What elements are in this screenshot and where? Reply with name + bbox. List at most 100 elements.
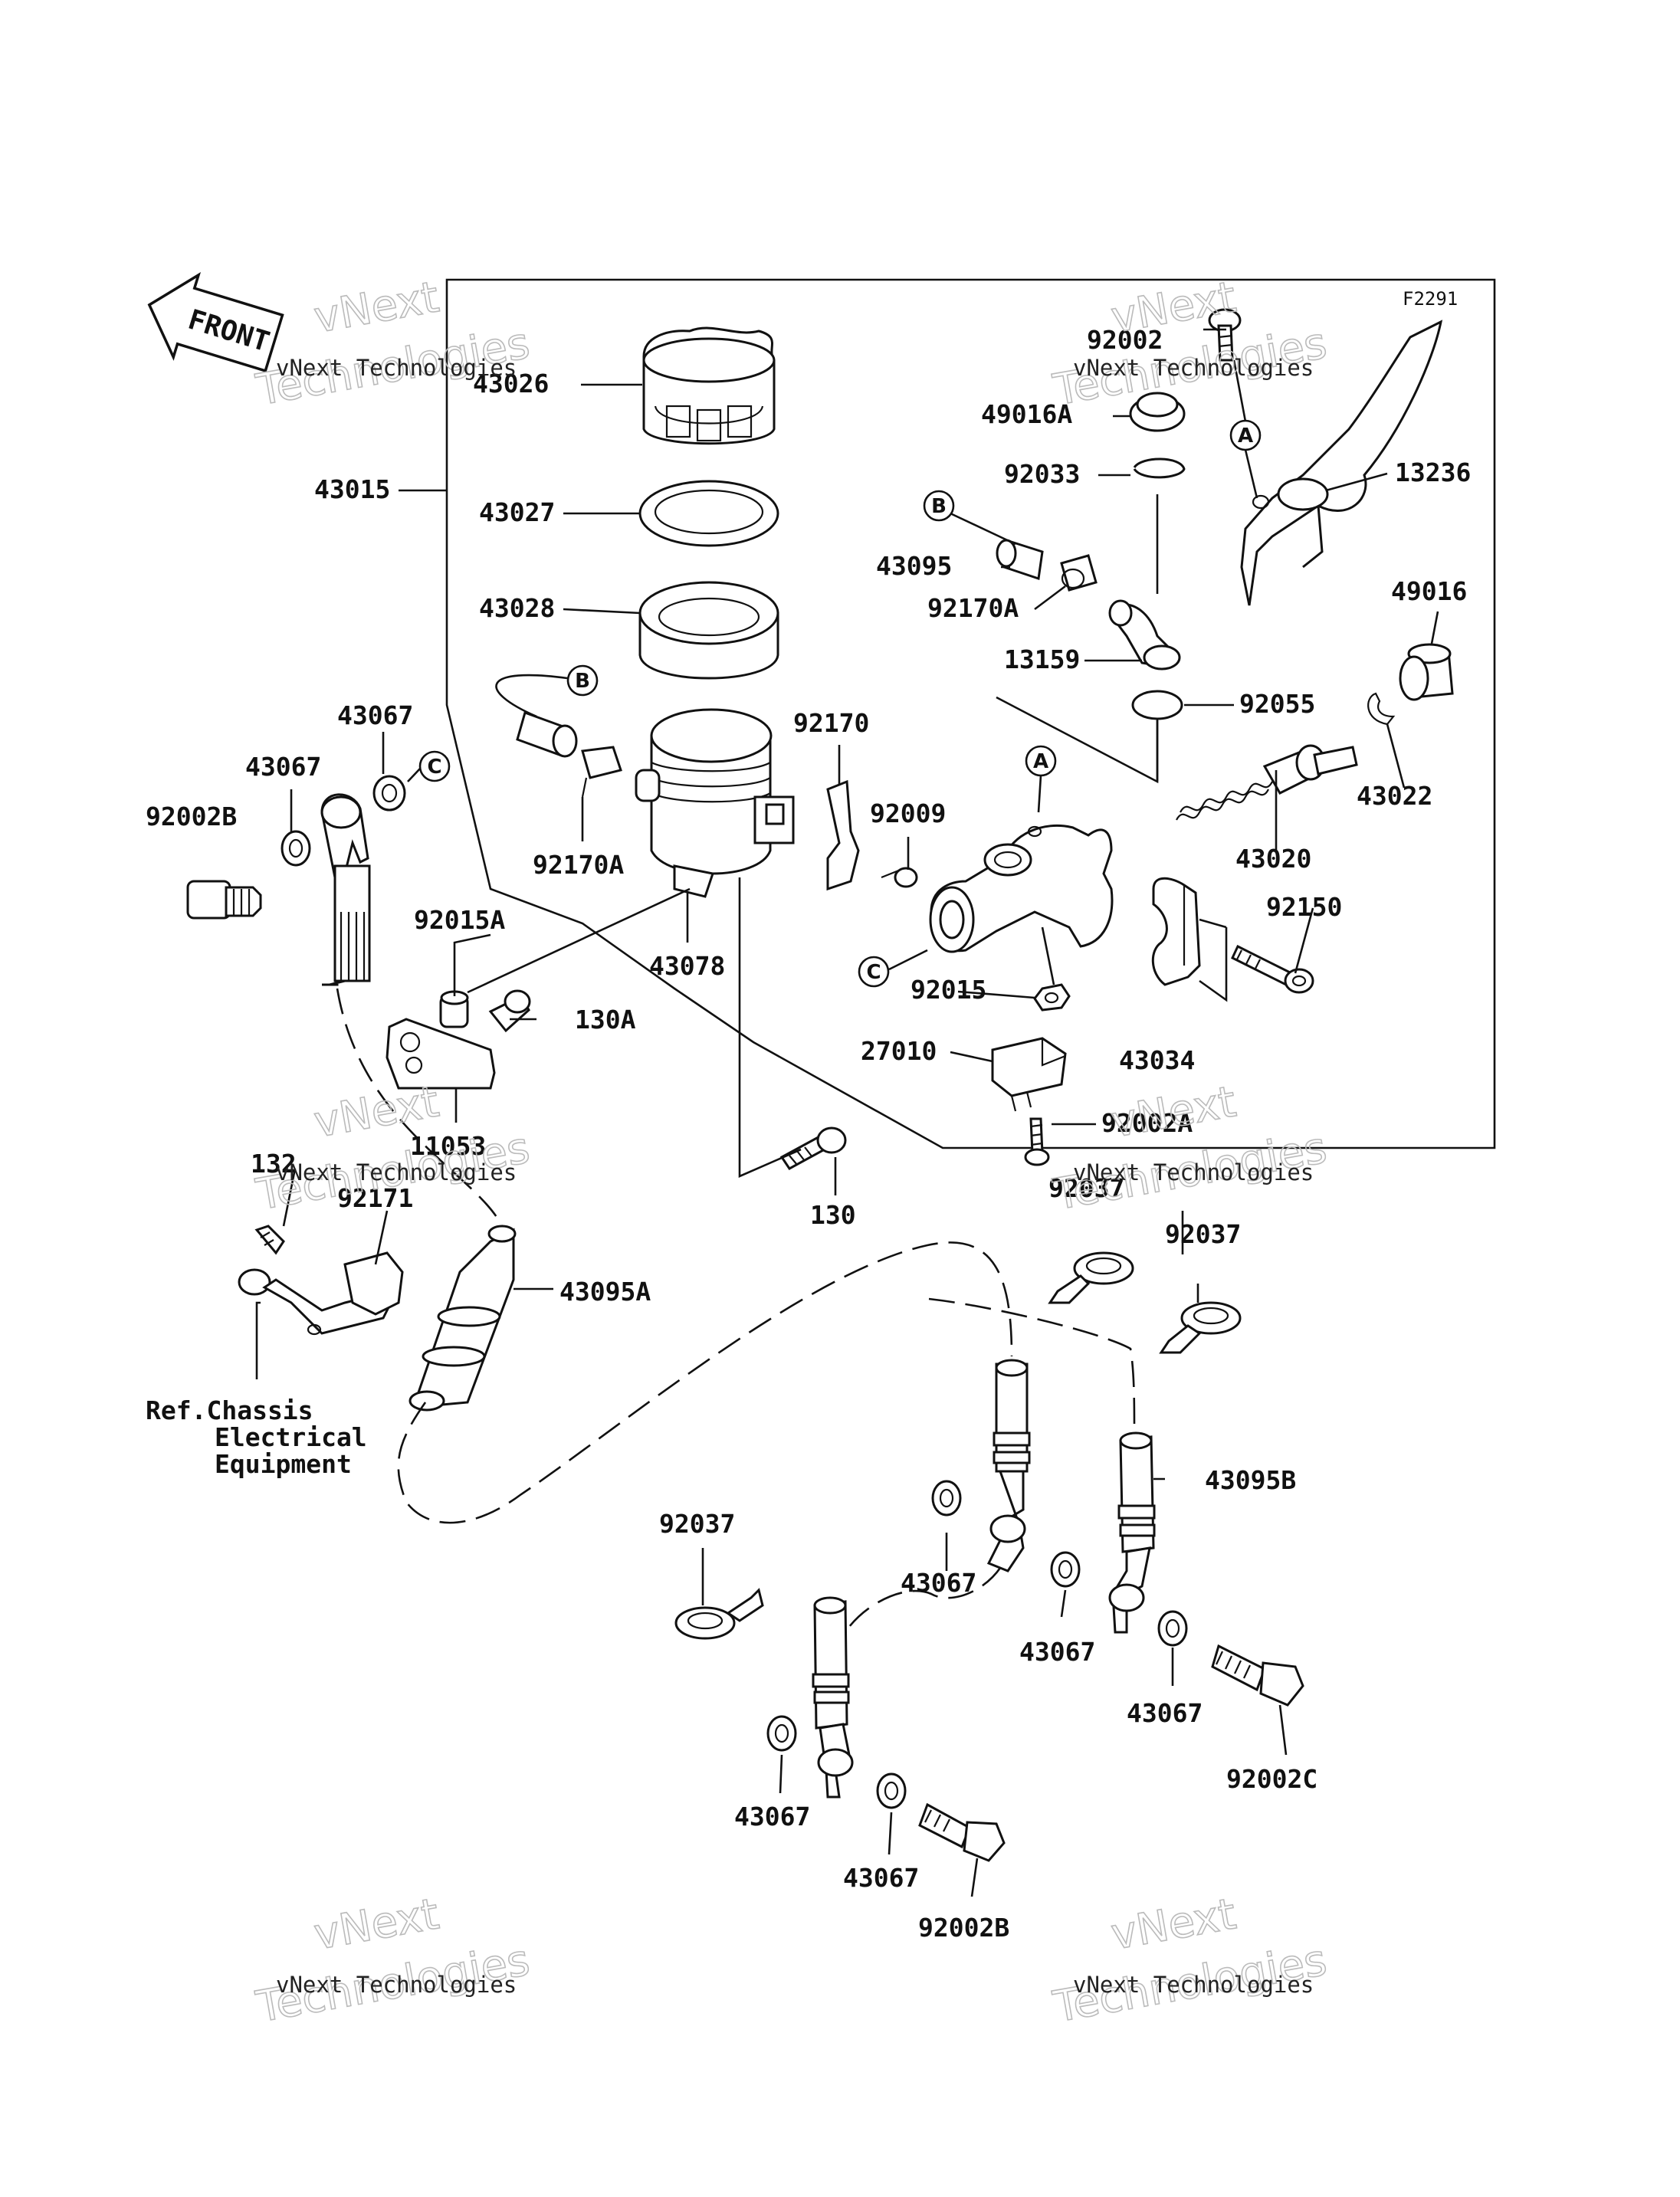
label-92002c: 92002C	[1226, 1764, 1317, 1794]
washer-e-icon	[1157, 1610, 1188, 1647]
callout-a-lever: A	[1229, 419, 1262, 451]
svg-text:C: C	[427, 756, 441, 779]
svg-text:vNext Technologies: vNext Technologies	[1073, 1159, 1314, 1185]
watermark-top-left: vNext Technologies vNext Technologies	[251, 271, 533, 416]
reservoir-hose-icon	[495, 674, 622, 798]
label-13159: 13159	[1004, 644, 1080, 674]
label-43067-b: 43067	[245, 752, 321, 782]
svg-text:vNext: vNext	[1107, 1889, 1239, 1959]
label-27010: 27010	[861, 1036, 937, 1066]
callout-c-left: C	[418, 750, 451, 782]
clutch-lever-icon	[1240, 320, 1443, 606]
hose-clamp-2-icon	[1159, 1301, 1242, 1354]
screw-92009-icon	[881, 867, 918, 888]
bolt-130-icon	[779, 1126, 847, 1170]
reservoir-cap-icon	[642, 326, 776, 445]
reservoir-body-icon	[635, 708, 795, 898]
label-13236: 13236	[1395, 457, 1471, 487]
label-92150: 92150	[1266, 892, 1342, 922]
watermark-top-right: vNext Technologies vNext Technologies	[1048, 271, 1331, 416]
label-92170a-b: 92170A	[927, 593, 1019, 623]
svg-text:A: A	[1238, 425, 1253, 448]
label-92033: 92033	[1004, 459, 1080, 489]
label-43078: 43078	[649, 951, 725, 981]
clamp-bolt-icon	[1231, 944, 1314, 994]
svg-text:B: B	[931, 495, 947, 518]
clutch-hose-a-icon	[409, 1225, 517, 1412]
assembly-boundary	[445, 278, 1496, 1149]
label-43067-c: 43067	[901, 1568, 976, 1598]
label-43034: 43034	[1119, 1045, 1195, 1075]
dust-boot-icon	[1129, 392, 1186, 432]
clutch-hose-b-icon	[1108, 1431, 1156, 1634]
clutch-hose-lower-icon	[812, 1596, 854, 1799]
hose-routing-line	[336, 988, 1136, 1671]
e-clip-icon	[1367, 692, 1396, 726]
label-92015: 92015	[911, 975, 986, 1005]
banjo-bolt-b-icon	[918, 1802, 1006, 1862]
callout-b-left: B	[566, 664, 599, 697]
svg-text:A: A	[1033, 750, 1048, 773]
label-92002: 92002	[1087, 325, 1163, 355]
front-arrow-icon: FRONT	[147, 272, 284, 373]
svg-text:Electrical: Electrical	[215, 1422, 367, 1452]
leader-43034-bolt	[1199, 918, 1228, 1002]
elbow-fitting-icon	[1108, 599, 1181, 671]
label-43028: 43028	[479, 593, 555, 623]
label-92055: 92055	[1239, 689, 1315, 719]
leader-callout-c-left	[407, 768, 421, 782]
label-43095b: 43095B	[1205, 1465, 1296, 1495]
hose-clamp-1-icon	[1048, 1251, 1134, 1304]
label-92037-b: 92037	[1165, 1219, 1241, 1249]
label-132: 132	[251, 1149, 297, 1179]
label-130a: 130A	[575, 1005, 636, 1035]
label-43067-d: 43067	[1019, 1637, 1095, 1667]
o-ring-icon	[1131, 690, 1183, 720]
circlip-icon	[1133, 457, 1186, 479]
wiring-bracket-icon	[238, 1225, 404, 1336]
figure-code: F2291	[1403, 288, 1458, 310]
callout-b-right: B	[923, 490, 955, 522]
label-130: 130	[810, 1200, 856, 1230]
svg-text:B: B	[575, 670, 590, 693]
leader-callout-a-body	[1037, 775, 1042, 813]
label-43067-g: 43067	[843, 1863, 919, 1893]
label-92037-a: 92037	[1048, 1173, 1124, 1203]
piston-kit-icon	[1176, 744, 1358, 821]
label-49016a: 49016A	[981, 399, 1072, 429]
label-92170: 92170	[793, 708, 869, 738]
leader-callout-a-lever	[1232, 359, 1258, 499]
washer-d-icon	[1050, 1551, 1081, 1588]
label-92002a: 92002A	[1101, 1108, 1193, 1138]
svg-text:vNext Technologies: vNext Technologies	[276, 1159, 517, 1185]
switch-screw-icon	[1024, 1117, 1050, 1166]
washer-g-icon	[876, 1772, 907, 1809]
label-49016: 49016	[1391, 576, 1467, 606]
diaphragm-icon	[638, 581, 779, 680]
svg-text:Equipment: Equipment	[215, 1449, 352, 1479]
switch-bracket-icon	[386, 887, 691, 1090]
label-11053: 11053	[410, 1131, 486, 1161]
washer-f-icon	[766, 1715, 797, 1752]
diaphragm-plate-icon	[638, 480, 779, 547]
callout-a-body: A	[1025, 745, 1057, 777]
leader-callout-c-body	[888, 949, 928, 971]
reservoir-bracket-icon	[826, 779, 860, 891]
label-43067-e: 43067	[1127, 1698, 1203, 1728]
label-92170a-a: 92170A	[533, 850, 624, 880]
pivot-bolt-icon	[1208, 308, 1242, 362]
washer-c-icon	[931, 1480, 962, 1517]
master-cylinder-body-icon	[929, 824, 1114, 953]
svg-text:vNext: vNext	[310, 272, 442, 343]
label-92037-c: 92037	[659, 1509, 735, 1539]
label-43022: 43022	[1357, 781, 1432, 811]
svg-text:vNext: vNext	[310, 1889, 442, 1959]
label-43095a: 43095A	[559, 1277, 651, 1307]
leader-lines	[255, 328, 1439, 1897]
label-43026: 43026	[473, 369, 549, 398]
banjo-bolt-c-icon	[1211, 1644, 1304, 1707]
watermark-mid-right: vNext Technologies vNext Technologies	[1048, 1076, 1331, 1221]
label-43067-f: 43067	[734, 1802, 810, 1831]
banjo-fitting-left-icon	[186, 775, 406, 986]
label-92002b-a: 92002B	[146, 802, 237, 831]
